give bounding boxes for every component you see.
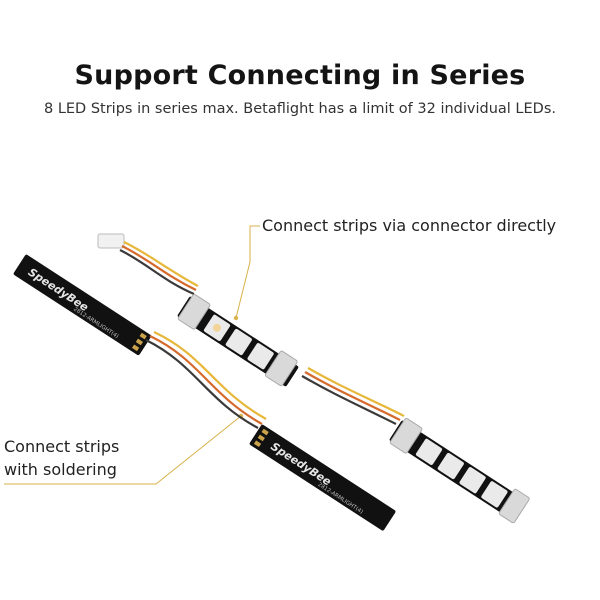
callout-leader-soldering (4, 413, 244, 485)
callout-soldering-line1: Connect strips (4, 437, 120, 456)
callout-soldering: Connect strips with soldering (4, 435, 119, 481)
connector-wires (119, 241, 199, 296)
led-strip-right-lower (389, 418, 530, 524)
callout-leader-connector (233, 225, 260, 321)
led-strip-left-upper: SpeedyBee 2812-ARMLIGHT(4) (13, 254, 152, 356)
callout-connector-text: Connect strips via connector directly (262, 216, 557, 235)
led-strip-right-upper (177, 294, 299, 387)
callout-soldering-line2: with soldering (4, 460, 117, 479)
soldered-wires (145, 331, 267, 429)
callout-connector: Connect strips via connector directly (262, 214, 556, 237)
page-subtitle: 8 LED Strips in series max. Betaflight h… (43, 101, 556, 117)
jst-connector-plug (97, 233, 125, 249)
page-title: Support Connecting in Series (74, 60, 526, 91)
led-strip-left-lower: SpeedyBee 2812-ARMLIGHT(4) (249, 424, 396, 531)
inter-strip-wires (301, 367, 405, 425)
